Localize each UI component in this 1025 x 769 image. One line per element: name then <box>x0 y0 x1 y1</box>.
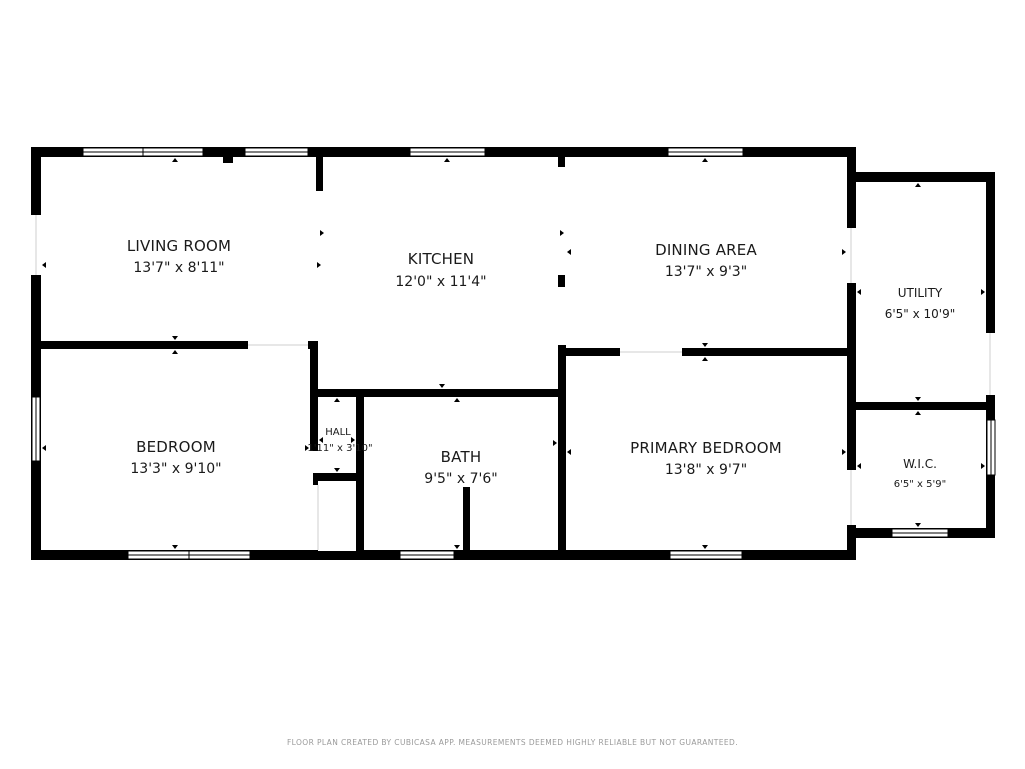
wall-kitchen-stub <box>316 157 323 191</box>
footer-disclaimer: FLOOR PLAN CREATED BY CUBICASA APP. MEAS… <box>286 738 739 747</box>
wall-dining-primary <box>566 348 847 356</box>
room-name-kitchen: KITCHEN <box>408 250 474 268</box>
wall-hall-lower <box>313 473 364 481</box>
wall-kitchen-dining-lower <box>558 345 566 550</box>
interior-walls <box>41 147 986 550</box>
room-dims-bath: 9'5" x 7'6" <box>424 471 497 487</box>
room-name-bedroom: BEDROOM <box>136 438 216 456</box>
room-name-bath: BATH <box>441 448 482 466</box>
wall-utility-wic <box>856 402 986 410</box>
room-dims-bedroom: 13'3" x 9'10" <box>130 461 221 477</box>
room-dims-living-room: 13'7" x 8'11" <box>133 260 224 276</box>
windows <box>31 147 996 560</box>
room-labels: LIVING ROOM 13'7" x 8'11" KITCHEN 12'0" … <box>127 237 955 490</box>
room-name-wic: W.I.C. <box>903 457 937 471</box>
room-dims-dining-area: 13'7" x 9'3" <box>665 264 747 280</box>
wall-kitchen-dining-top <box>558 157 565 167</box>
wall-kitchen-dining-mid <box>558 275 565 287</box>
room-name-hall: HALL <box>325 427 351 438</box>
room-dims-hall: 1'11" x 3'10" <box>307 443 372 454</box>
room-name-primary-bedroom: PRIMARY BEDROOM <box>630 439 782 457</box>
room-dims-wic: 6'5" x 5'9" <box>894 479 946 490</box>
room-name-living-room: LIVING ROOM <box>127 237 231 255</box>
room-dims-kitchen: 12'0" x 11'4" <box>395 274 486 290</box>
wall-right-main <box>847 147 856 560</box>
wall-pillar <box>223 147 233 163</box>
room-name-utility: UTILITY <box>898 286 943 300</box>
wall-utility-top <box>847 172 995 182</box>
wall-left <box>31 147 41 560</box>
opening-hall-bottom <box>318 481 356 551</box>
room-dims-primary-bedroom: 13'8" x 9'7" <box>665 462 747 478</box>
room-dims-utility: 6'5" x 10'9" <box>885 307 956 321</box>
wall-bath-partition <box>463 487 470 550</box>
wall-hall-left <box>310 341 318 451</box>
wall-kitchen-bath <box>317 389 562 397</box>
wall-step <box>847 528 856 560</box>
room-name-dining-area: DINING AREA <box>655 241 757 259</box>
dimension-markers <box>42 158 985 549</box>
door-openings <box>31 215 995 551</box>
wall-living-bedroom <box>41 341 317 349</box>
